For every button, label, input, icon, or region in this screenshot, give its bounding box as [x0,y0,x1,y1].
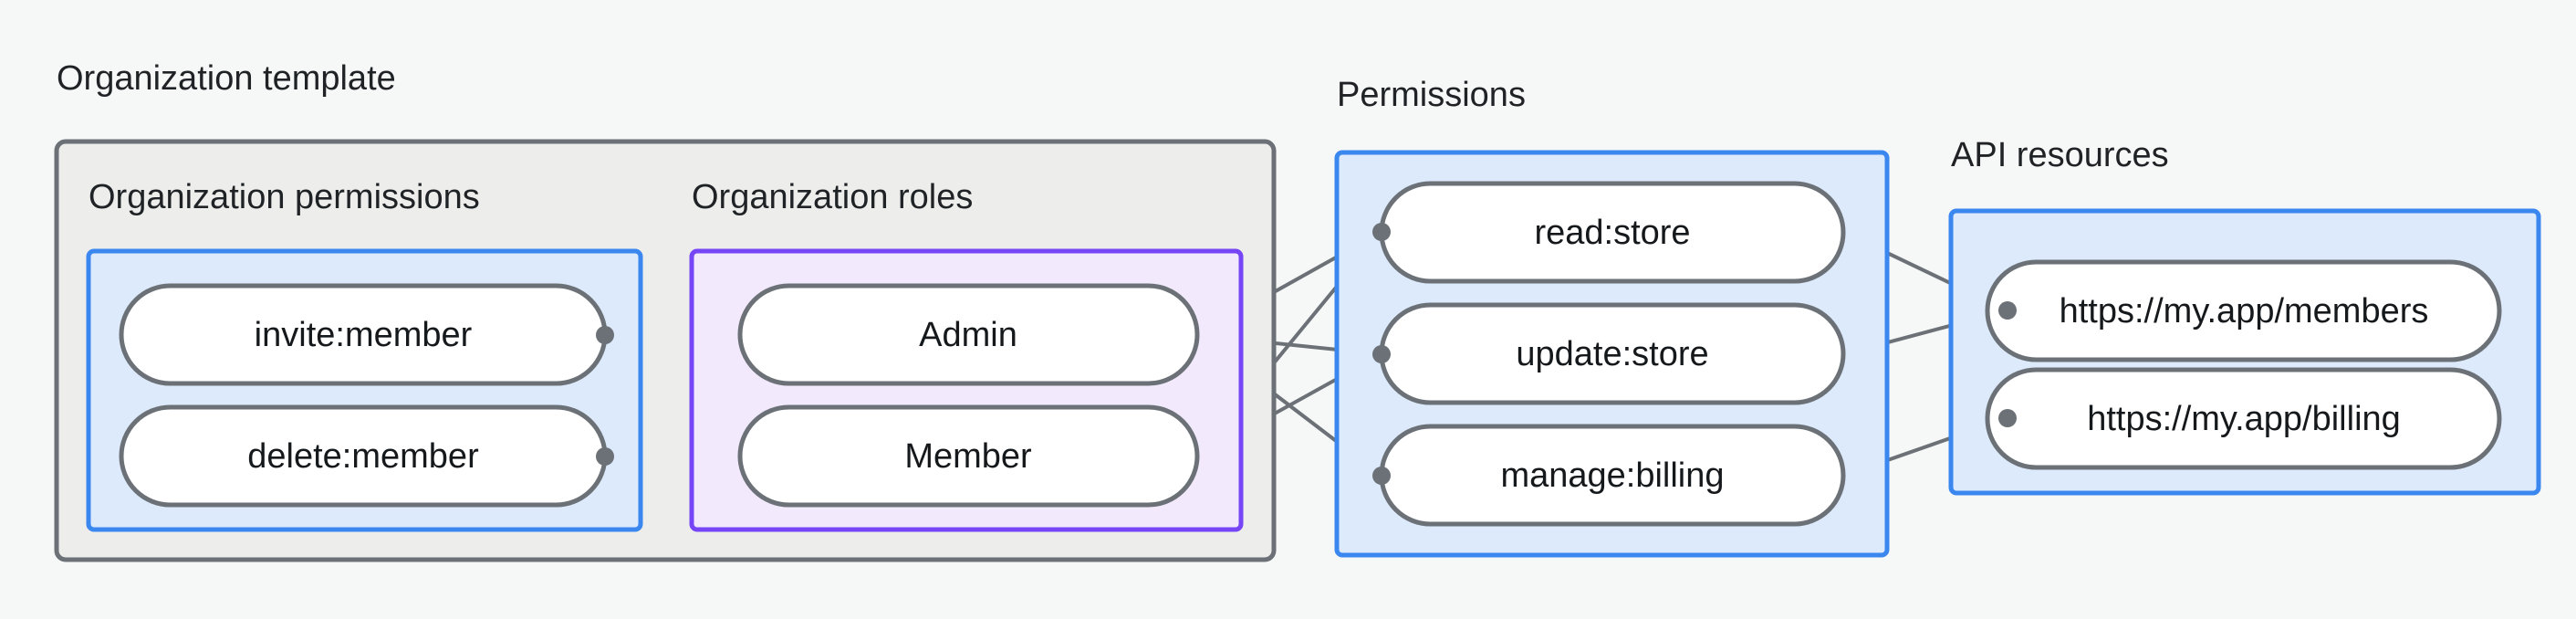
node-admin-shape[interactable] [737,283,1200,386]
node-billing-url-label: https://my.app/billing [2087,400,2401,438]
port-read-store-in [1372,223,1391,241]
node-admin[interactable]: Admin [737,283,1200,386]
node-read-store[interactable]: read:store [1379,181,1846,284]
node-update-store[interactable]: update:store [1379,302,1846,405]
node-invite-member-label: invite:member [255,316,473,354]
permissions-title: Permissions [1337,76,1526,114]
subgroup-organization-permissions: Organization permissions invite:member d… [86,178,643,532]
group-permissions: Permissions read:store update:store mana… [1334,76,1890,558]
node-invite-member[interactable]: invite:member [119,283,608,386]
node-delete-member[interactable]: delete:member [119,404,608,508]
node-billing-url-shape[interactable] [1985,367,2502,470]
node-billing-url[interactable]: https://my.app/billing [1985,367,2502,470]
node-manage-billing[interactable]: manage:billing [1379,424,1846,527]
port-billing-url-in [1998,409,2017,427]
organization-roles-title: Organization roles [692,178,973,216]
port-delete-member-out [596,447,614,466]
port-members-url-in [1998,301,2017,320]
group-api-resources: API resources https://my.app/members htt… [1948,136,2541,496]
node-update-store-label: update:store [1516,335,1708,373]
port-manage-billing-in [1372,467,1391,485]
node-delete-member-label: delete:member [247,437,479,476]
node-member[interactable]: Member [737,404,1200,508]
node-members-url[interactable]: https://my.app/members [1985,259,2502,362]
node-member-label: Member [904,437,1032,476]
group-organization-template: Organization template Organization permi… [54,59,1277,562]
node-members-url-shape[interactable] [1985,259,2502,362]
node-member-shape[interactable] [737,404,1200,508]
node-members-url-label: https://my.app/members [2060,292,2429,330]
port-update-store-in [1372,345,1391,363]
node-admin-label: Admin [919,316,1017,354]
node-manage-billing-label: manage:billing [1500,456,1724,495]
organization-template-title: Organization template [57,59,396,98]
port-invite-member-out [596,326,614,344]
node-read-store-label: read:store [1534,214,1690,252]
subgroup-organization-roles: Organization roles Admin Member [689,178,1244,532]
organization-permissions-title: Organization permissions [89,178,480,216]
api-resources-title: API resources [1951,136,2169,174]
